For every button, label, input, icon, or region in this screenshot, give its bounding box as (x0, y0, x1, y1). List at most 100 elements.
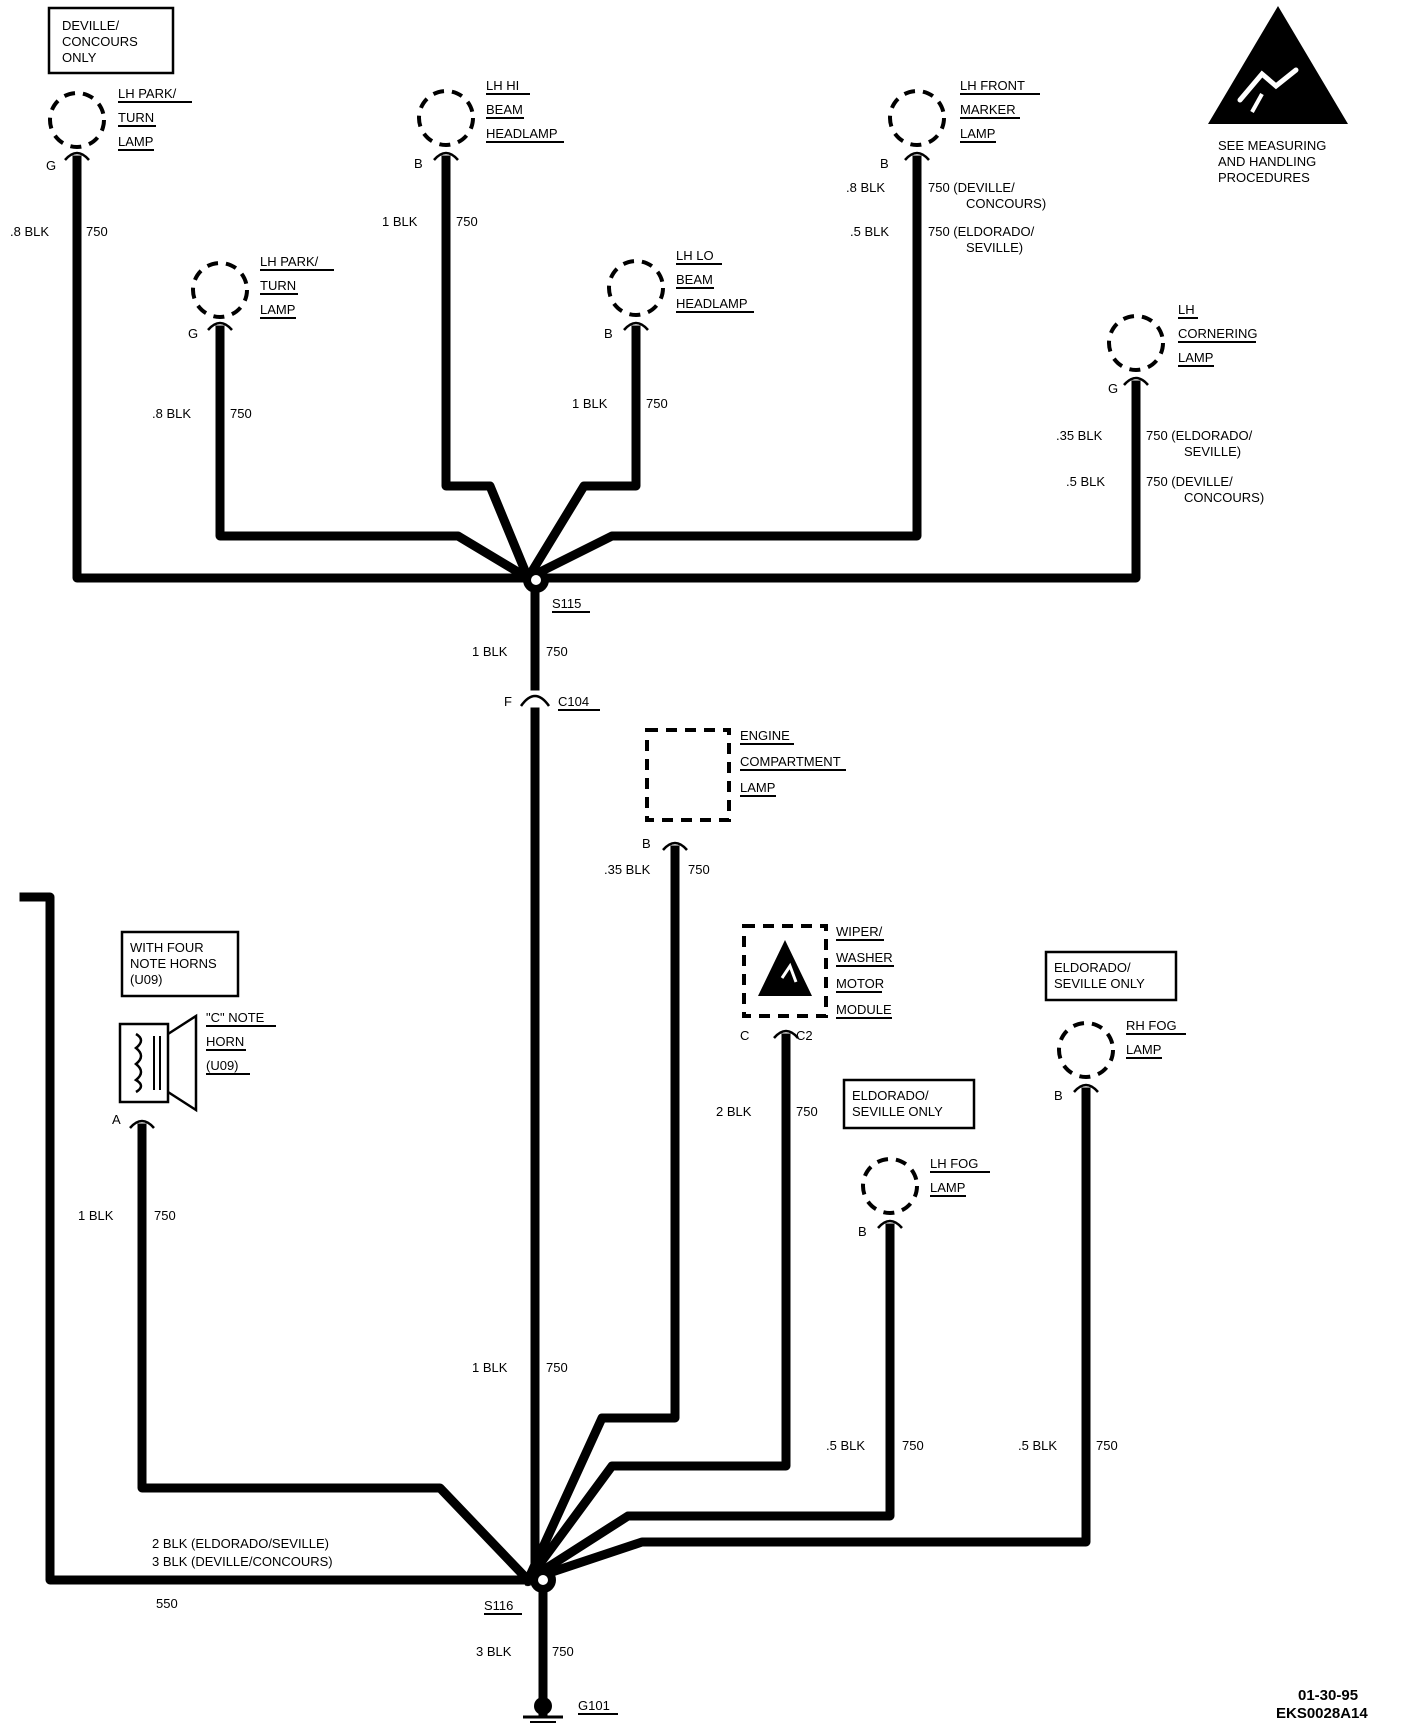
wire-lo-size: 1 BLK (572, 396, 608, 411)
wire-park2-circuit: 750 (230, 406, 252, 421)
wiper-connector: C2 (796, 1028, 813, 1043)
lh-park-turn-lamp-2 (191, 261, 249, 331)
lh-hi-beam-pin: B (414, 156, 423, 171)
option-box-eldorado-lh (842, 1078, 976, 1130)
wire-lh-front-marker (521, 155, 922, 585)
lh-front-marker-name-2: MARKER (960, 102, 1016, 117)
lh-front-marker-pin: B (880, 156, 889, 171)
lh-fog-name-1: LH FOG (930, 1156, 978, 1171)
engine-compartment-lamp (645, 728, 731, 851)
wire-park2-size: .8 BLK (152, 406, 191, 421)
four-note-3: (U09) (130, 972, 163, 987)
wire-wiper-size: 2 BLK (716, 1104, 752, 1119)
lh-fog-lamp (861, 1157, 919, 1229)
wire-lh-fog-circuit: 750 (902, 1438, 924, 1453)
wire-corner-b-size: .5 BLK (1066, 474, 1105, 489)
wire-left-feed-a: 2 BLK (ELDORADO/SEVILLE) (152, 1536, 329, 1551)
lh-front-marker-lamp (888, 89, 946, 161)
lh-hi-beam-name-3: HEADLAMP (486, 126, 558, 141)
upper-wires (72, 155, 1141, 1580)
footer-date: 01-30-95 (1298, 1687, 1358, 1704)
lh-front-marker-name-3: LAMP (960, 126, 995, 141)
wire-trunk-circuit: 750 (546, 1360, 568, 1375)
wire-lh-park-turn-2 (215, 325, 535, 585)
lh-hi-beam-name-1: LH HI (486, 78, 519, 93)
wire-lh-cornering (523, 380, 1141, 583)
wire-engine-circuit: 750 (688, 862, 710, 877)
option-box-deville-concours (47, 6, 175, 75)
lh-cornering-name-1: LH (1178, 302, 1195, 317)
wire-lh-fog-size: .5 BLK (826, 1438, 865, 1453)
rh-fog-pin: B (1054, 1088, 1063, 1103)
wire-lo-circuit: 750 (646, 396, 668, 411)
wire-corner-b-circuit2: CONCOURS) (1184, 490, 1264, 505)
wire-lh-fog (521, 1223, 895, 1587)
wire-rh-fog (522, 1087, 1091, 1586)
wire-rh-fog-size: .5 BLK (1018, 1438, 1057, 1453)
wire-engine-lamp (522, 845, 680, 1586)
lh-lo-beam-name-2: BEAM (676, 272, 713, 287)
lh-cornering-lamp (1107, 314, 1165, 386)
lower-wires (19, 845, 1091, 1717)
option-box-eldorado-rh (1044, 950, 1178, 1002)
wire-wiper-circuit: 750 (796, 1104, 818, 1119)
lh-hi-beam-headlamp (417, 89, 475, 161)
wire-hi-size: 1 BLK (382, 214, 418, 229)
lh-park-turn-lamp-1 (48, 91, 106, 161)
wire-wiper (521, 1033, 791, 1587)
wire-horn (137, 1123, 535, 1587)
wire-marker-b-size: .5 BLK (850, 224, 889, 239)
esd-warning-icon (758, 940, 812, 996)
lh-front-marker-name-1: LH FRONT (960, 78, 1025, 93)
wire-lh-lo-beam (521, 325, 641, 585)
esd-notice-2: AND HANDLING (1218, 154, 1316, 169)
lh-park-turn-2-pin: G (188, 326, 198, 341)
rh-fog-name-2: LAMP (1126, 1042, 1161, 1057)
wire-left-feed-circuit: 550 (156, 1596, 178, 1611)
esd-hand-icon (1208, 6, 1348, 124)
lh-park-turn-2-name-3: LAMP (260, 302, 295, 317)
eldorado-lh-2: SEVILLE ONLY (852, 1104, 943, 1119)
wire-marker-a-circuit2: CONCOURS) (966, 196, 1046, 211)
wire-marker-b-circuit: 750 (ELDORADO/ (928, 224, 1035, 239)
footer-code: EKS0028A14 (1276, 1705, 1368, 1722)
wire-park1-size: .8 BLK (10, 224, 49, 239)
lh-hi-beam-name-2: BEAM (486, 102, 523, 117)
lh-lo-beam-name-3: HEADLAMP (676, 296, 748, 311)
connector-c104-label: C104 (558, 694, 589, 709)
wire-left-feed (19, 892, 533, 1585)
lh-cornering-name-2: CORNERING (1178, 326, 1257, 341)
lh-lo-beam-pin: B (604, 326, 613, 341)
splice-s116-label: S116 (484, 1598, 513, 1613)
wiper-name-1: WIPER/ (836, 924, 883, 939)
wire-engine-size: .35 BLK (604, 862, 651, 877)
lh-fog-name-2: LAMP (930, 1180, 965, 1195)
deville-only-2: CONCOURS (62, 34, 138, 49)
lh-cornering-name-3: LAMP (1178, 350, 1213, 365)
wire-corner-a-circuit2: SEVILLE) (1184, 444, 1241, 459)
deville-only-1: DEVILLE/ (62, 18, 119, 33)
lh-lo-beam-name-1: LH LO (676, 248, 714, 263)
ground-symbol (523, 1697, 563, 1723)
engine-lamp-pin: B (642, 836, 651, 851)
option-box-four-note-horns (120, 930, 240, 998)
horn-name-3: (U09) (206, 1058, 239, 1073)
wire-park1-circuit: 750 (86, 224, 108, 239)
esd-notice-3: PROCEDURES (1218, 170, 1310, 185)
wire-ground-circuit: 750 (552, 1644, 574, 1659)
lh-park-turn-1-name-3: LAMP (118, 134, 153, 149)
lh-cornering-pin: G (1108, 381, 1118, 396)
wire-marker-a-circuit: 750 (DEVILLE/ (928, 180, 1015, 195)
eldorado-lh-1: ELDORADO/ (852, 1088, 929, 1103)
wire-marker-b-circuit2: SEVILLE) (966, 240, 1023, 255)
wiper-name-2: WASHER (836, 950, 893, 965)
wire-corner-a-circuit: 750 (ELDORADO/ (1146, 428, 1253, 443)
wire-corner-a-size: .35 BLK (1056, 428, 1103, 443)
lh-fog-pin: B (858, 1224, 867, 1239)
wire-s115-size: 1 BLK (472, 644, 508, 659)
wiper-name-3: MOTOR (836, 976, 884, 991)
lh-park-turn-1-name-1: LH PARK/ (118, 86, 177, 101)
wire-left-feed-b: 3 BLK (DEVILLE/CONCOURS) (152, 1554, 333, 1569)
connector-c104-symbol (519, 694, 551, 707)
